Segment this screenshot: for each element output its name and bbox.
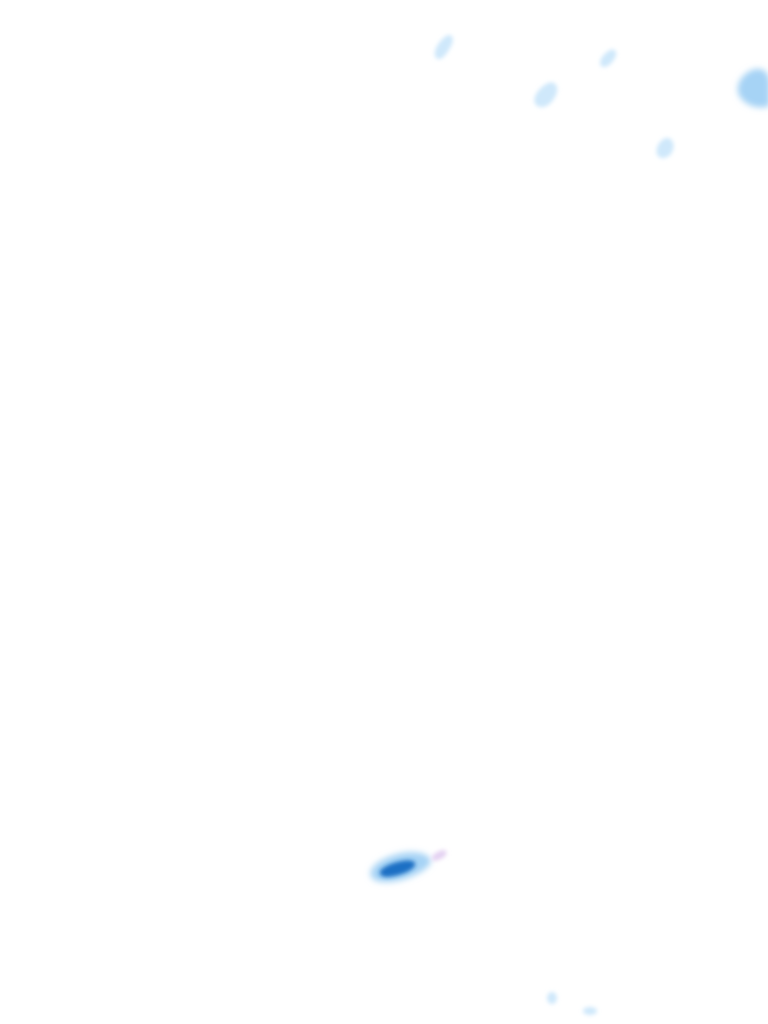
rain-echo-8 <box>583 1007 597 1015</box>
rain-echo-3 <box>600 49 617 68</box>
rain-echo-7 <box>547 992 557 1004</box>
rain-echo-5 <box>656 137 674 159</box>
rain-echo-4 <box>737 68 768 108</box>
rain-echo-2 <box>534 82 558 108</box>
rain-echo-1 <box>434 35 453 60</box>
rain-echo-6 <box>370 850 447 883</box>
